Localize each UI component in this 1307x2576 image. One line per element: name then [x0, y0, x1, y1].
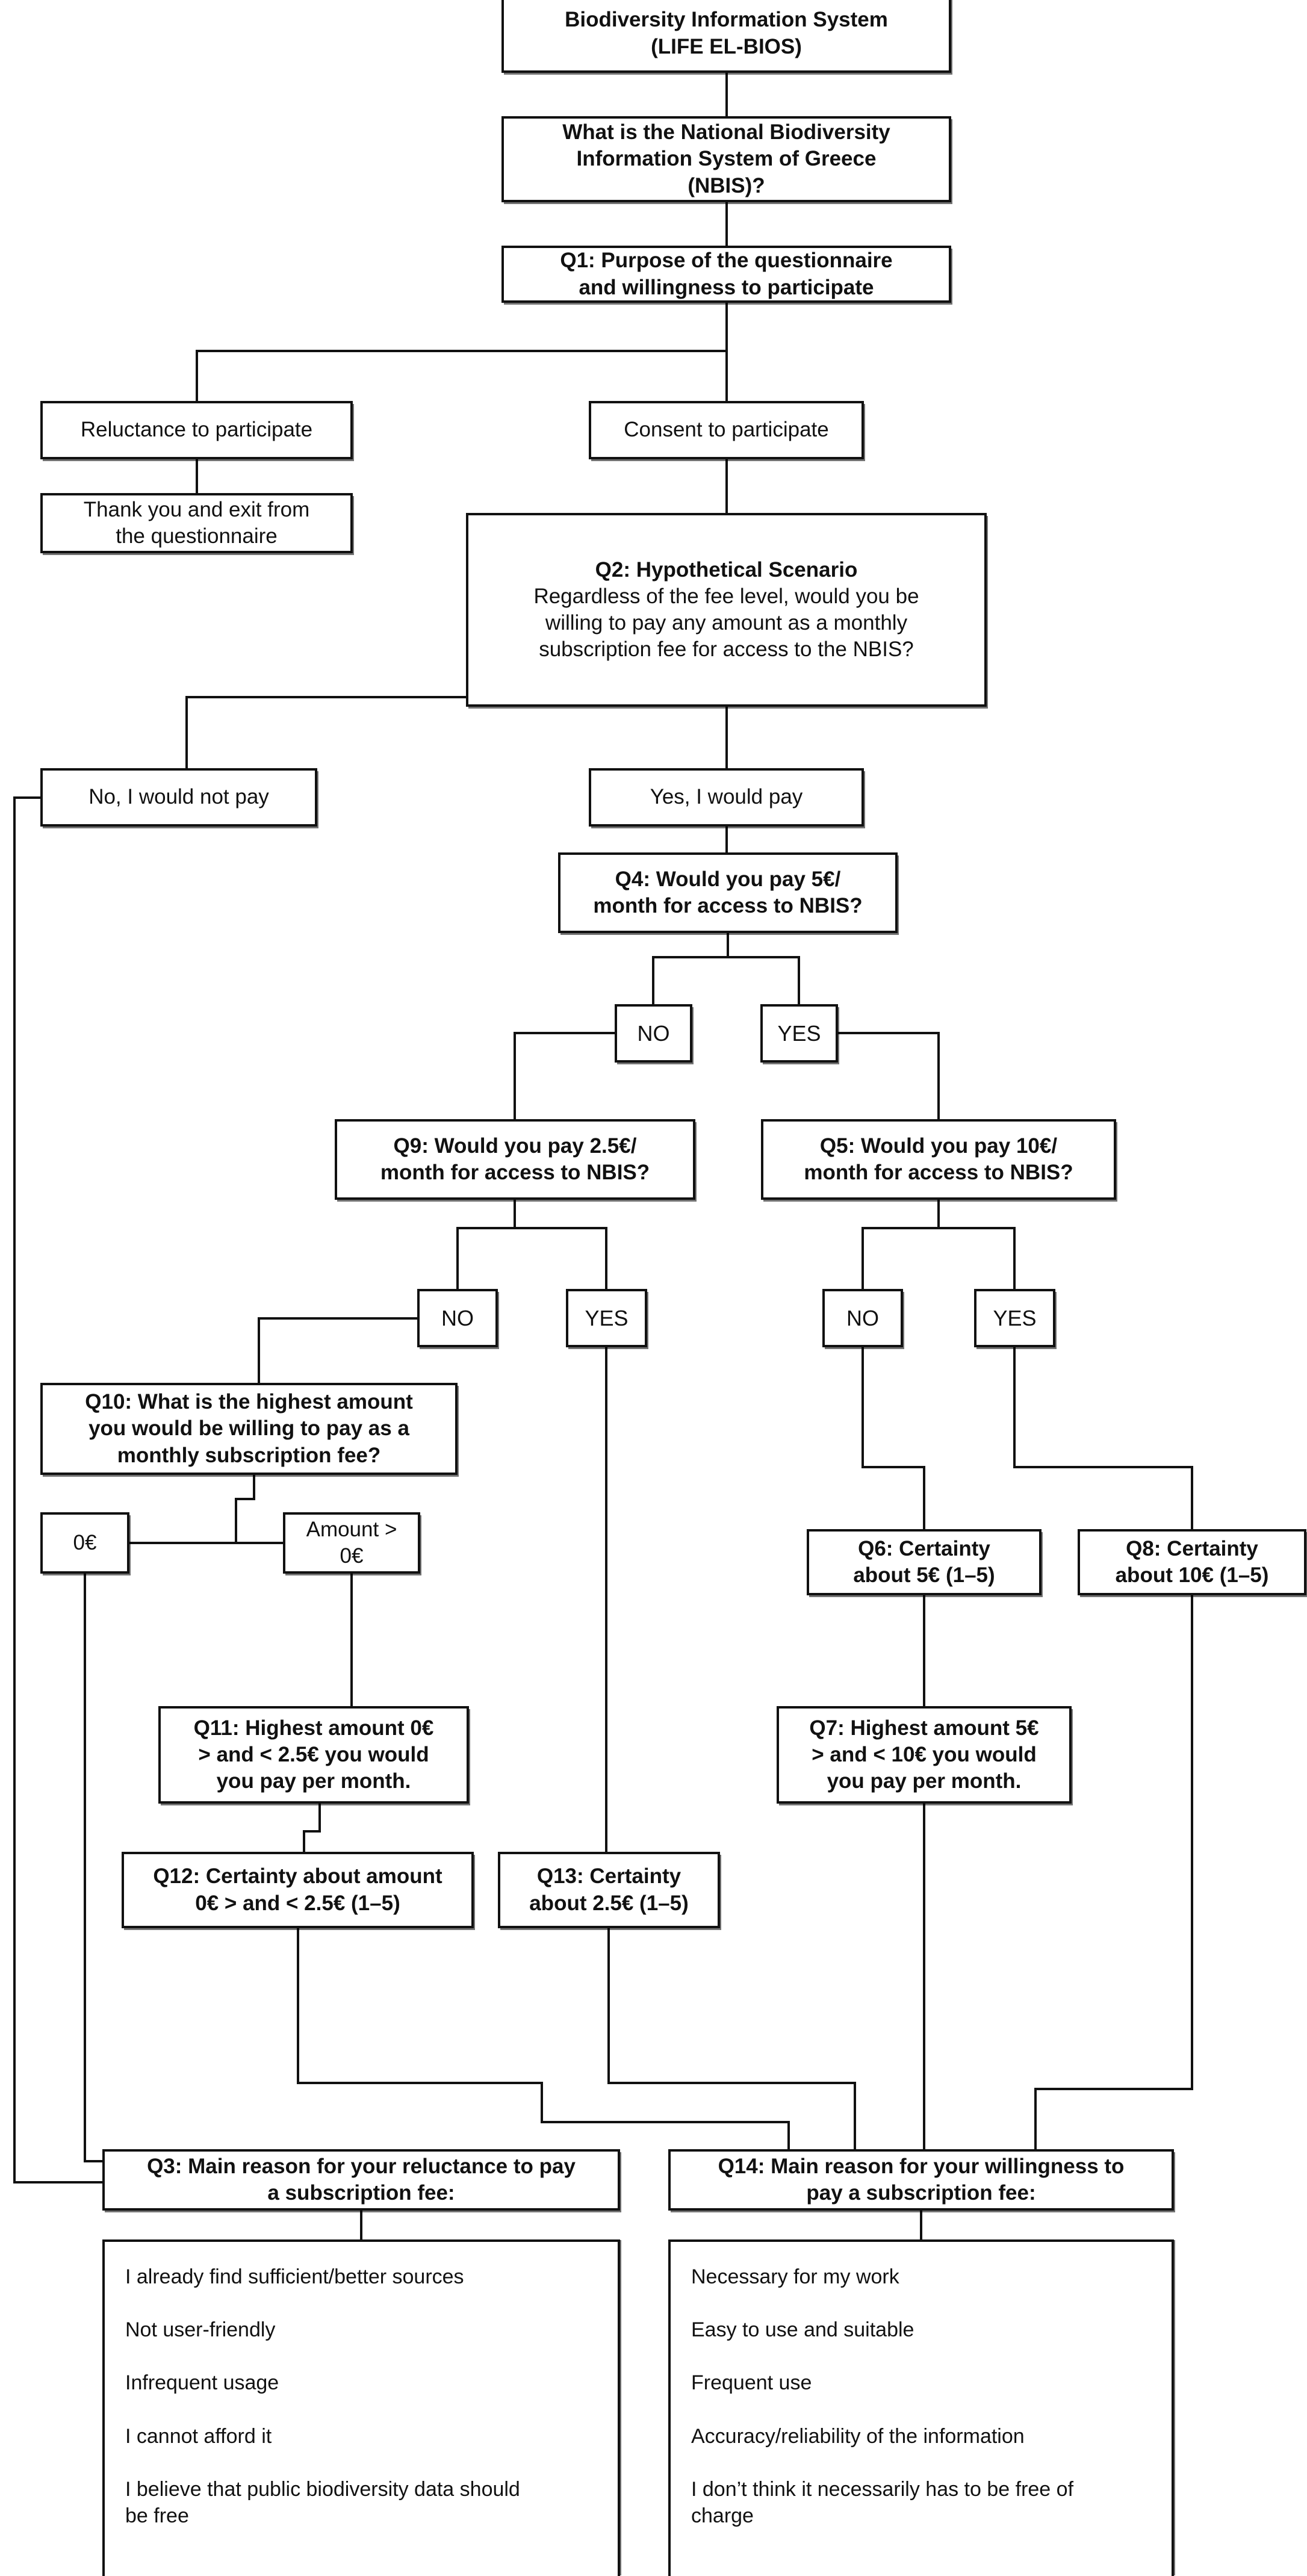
flow-node-consent: Consent to participate	[589, 401, 864, 459]
flow-node-q10: Q10: What is the highest amount you woul…	[40, 1383, 458, 1475]
flow-node-q9-yes-label: YES	[585, 1305, 629, 1330]
flow-node-q9-yes: YES	[566, 1289, 647, 1347]
flow-node-q9-no-label: NO	[441, 1305, 474, 1330]
connector-q1-branch	[196, 303, 728, 401]
flow-node-q14-reasons: Necessary for my work Easy to use and su…	[668, 2239, 1174, 2576]
flow-node-thank-you-label: Thank you and exit from the questionnair…	[83, 497, 310, 548]
connector-q9-branch	[456, 1200, 607, 1289]
connector-q8-q14	[1034, 1595, 1193, 2149]
flow-node-zero-euro-label: 0€	[73, 1530, 97, 1554]
flow-node-yes-pay-label: Yes, I would pay	[650, 785, 803, 809]
reluctance-reason-item: I believe that public biodiversity data …	[125, 2477, 520, 2527]
flow-node-no-pay: No, I would not pay	[40, 768, 317, 827]
flow-node-title: Biodiversity Information System (LIFE EL…	[501, 0, 951, 73]
flow-node-amount-gt-zero: Amount > 0€	[283, 1512, 420, 1574]
flow-node-nbis-question: What is the National Biodiversity Inform…	[501, 116, 951, 202]
flow-node-nbis-label: What is the National Biodiversity Inform…	[562, 120, 890, 197]
flow-node-q3-label: Q3: Main reason for your reluctance to p…	[147, 2154, 576, 2205]
connector-q10-amounts	[129, 1475, 283, 1544]
flow-node-q13: Q13: Certainty about 2.5€ (1–5)	[498, 1852, 720, 1928]
flow-node-q5-yes: YES	[974, 1289, 1055, 1347]
flow-node-thank-you: Thank you and exit from the questionnair…	[40, 493, 353, 553]
flow-node-q4-label: Q4: Would you pay 5€/ month for access t…	[593, 867, 863, 917]
reluctance-reason-item: Infrequent usage	[125, 2371, 279, 2395]
flow-node-q4-yes: YES	[760, 1004, 838, 1063]
flow-node-q3-reasons: I already find sufficient/better sources…	[102, 2239, 620, 2576]
flow-node-reluctance: Reluctance to participate	[40, 401, 353, 459]
flow-node-q1-label: Q1: Purpose of the questionnaire and wil…	[560, 249, 893, 299]
reluctance-reason-item: I cannot afford it	[125, 2424, 272, 2448]
flow-node-zero-euro: 0€	[40, 1512, 129, 1574]
flow-node-q10-label: Q10: What is the highest amount you woul…	[85, 1390, 413, 1467]
willingness-reason-item: Necessary for my work	[691, 2265, 899, 2288]
willingness-reason-item: I don’t think it necessarily has to be f…	[691, 2477, 1074, 2527]
flow-node-q7: Q7: Highest amount 5€ > and < 10€ you wo…	[777, 1706, 1072, 1804]
flow-node-q1: Q1: Purpose of the questionnaire and wil…	[501, 246, 951, 303]
flow-node-q6-label: Q6: Certainty about 5€ (1–5)	[853, 1536, 995, 1587]
connector-q4-branch	[652, 933, 800, 1004]
flow-node-q9: Q9: Would you pay 2.5€/ month for access…	[335, 1119, 695, 1200]
flow-node-reluctance-label: Reluctance to participate	[80, 418, 313, 442]
flow-node-q2: Q2: Hypothetical Scenario Regardless of …	[466, 513, 987, 707]
reluctance-reason-item: I already find sufficient/better sources	[125, 2265, 464, 2288]
connector-nopay-q3	[13, 796, 102, 2183]
flow-node-q12-label: Q12: Certainty about amount 0€ > and < 2…	[153, 1864, 442, 1915]
flow-node-q11: Q11: Highest amount 0€ > and < 2.5€ you …	[158, 1706, 469, 1804]
reluctance-reason-item: Not user-friendly	[125, 2318, 276, 2342]
flow-node-amount-gt-zero-label: Amount > 0€	[306, 1517, 397, 1568]
connector-no9-q10	[258, 1317, 417, 1383]
flow-node-q14-label: Q14: Main reason for your willingness to…	[718, 2154, 1125, 2205]
willingness-reason-item: Easy to use and suitable	[691, 2318, 914, 2342]
flow-node-q9-label: Q9: Would you pay 2.5€/ month for access…	[380, 1134, 650, 1184]
flow-node-q4-yes-label: YES	[777, 1020, 821, 1046]
flow-node-q11-label: Q11: Highest amount 0€ > and < 2.5€ you …	[193, 1716, 434, 1793]
flow-node-q4-no: NO	[615, 1004, 692, 1063]
connector-q2-nopay	[185, 696, 466, 768]
flow-node-consent-label: Consent to participate	[624, 418, 829, 442]
flow-node-q5-label: Q5: Would you pay 10€/ month for access …	[804, 1134, 1073, 1184]
connector-q12-q14	[297, 1928, 790, 2149]
flow-node-title-label: Biodiversity Information System (LIFE EL…	[565, 8, 888, 58]
willingness-reason-item: Frequent use	[691, 2371, 812, 2395]
flow-node-q14: Q14: Main reason for your willingness to…	[668, 2149, 1174, 2211]
flow-node-q9-no: NO	[417, 1289, 498, 1347]
flow-node-q2-heading: Q2: Hypothetical Scenario	[595, 557, 858, 582]
connector-q5-branch	[862, 1200, 1016, 1289]
connector-zero-q3	[84, 1574, 102, 2162]
flow-node-q4-no-label: NO	[637, 1020, 670, 1046]
connector-yes4-q5	[838, 1032, 940, 1119]
flow-node-q4: Q4: Would you pay 5€/ month for access t…	[558, 852, 898, 933]
flow-node-q6: Q6: Certainty about 5€ (1–5)	[807, 1529, 1042, 1595]
connector-yes5-q8	[1013, 1347, 1193, 1529]
willingness-reason-item: Accuracy/reliability of the information	[691, 2424, 1025, 2448]
flow-node-q2-body: Regardless of the fee level, would you b…	[533, 584, 919, 662]
connector-no4-q9	[514, 1032, 615, 1119]
flow-node-no-pay-label: No, I would not pay	[88, 785, 269, 809]
connector-q11-q12	[303, 1804, 321, 1852]
flow-node-q8-label: Q8: Certainty about 10€ (1–5)	[1115, 1536, 1269, 1587]
flow-node-yes-pay: Yes, I would pay	[589, 768, 864, 827]
flow-node-q3: Q3: Main reason for your reluctance to p…	[102, 2149, 620, 2211]
flow-node-q5-no-label: NO	[846, 1305, 879, 1330]
flow-node-q8: Q8: Certainty about 10€ (1–5)	[1078, 1529, 1306, 1595]
flow-node-q5-no: NO	[822, 1289, 903, 1347]
flow-node-q5-yes-label: YES	[993, 1305, 1037, 1330]
connector-no5-q6	[862, 1347, 925, 1529]
flow-node-q13-label: Q13: Certainty about 2.5€ (1–5)	[529, 1864, 689, 1915]
flow-node-q5: Q5: Would you pay 10€/ month for access …	[761, 1119, 1116, 1200]
flow-node-q7-label: Q7: Highest amount 5€ > and < 10€ you wo…	[809, 1716, 1039, 1793]
connector-q13-q14	[607, 1928, 856, 2149]
flow-node-q12: Q12: Certainty about amount 0€ > and < 2…	[122, 1852, 474, 1928]
